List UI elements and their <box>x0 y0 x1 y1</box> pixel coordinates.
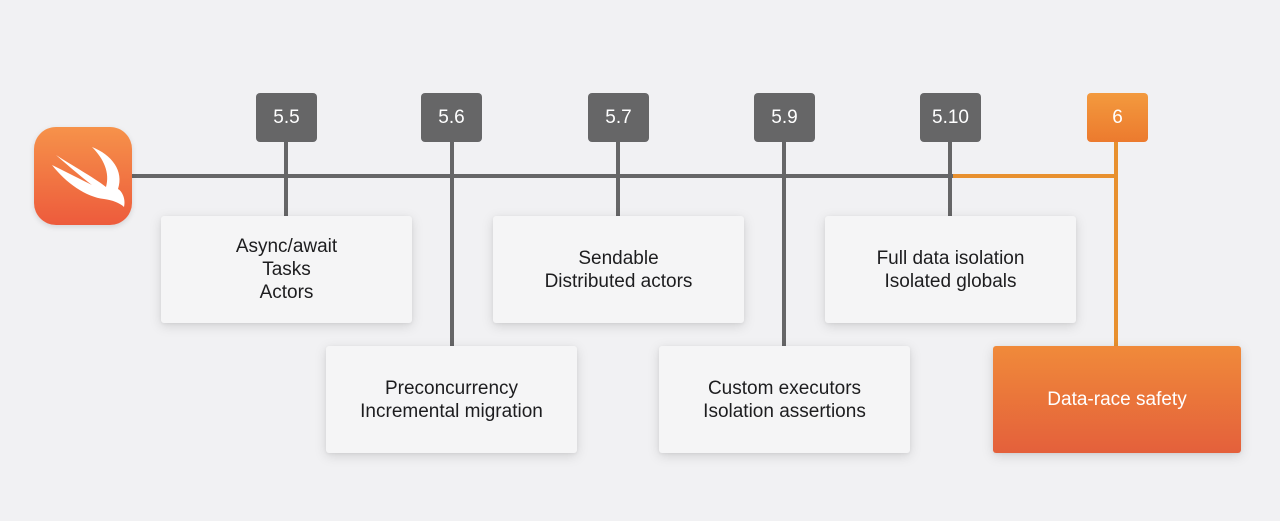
timeline-axis-highlight <box>953 174 1118 178</box>
connector-5-6 <box>450 141 454 347</box>
swift-logo-icon <box>34 127 132 225</box>
feature-card-6: Data-race safety <box>993 346 1241 453</box>
swift-bird-icon <box>52 147 125 207</box>
feature-label: Isolation assertions <box>703 400 866 422</box>
feature-label: Preconcurrency <box>384 377 519 399</box>
feature-label: Async/await <box>235 236 338 257</box>
feature-label: Actors <box>259 282 314 303</box>
connector-5-7 <box>616 141 620 217</box>
version-badge-5-6: 5.6 <box>421 93 482 142</box>
feature-label: Sendable <box>578 247 659 269</box>
feature-label: Full data isolation <box>876 247 1025 269</box>
feature-label: Data-race safety <box>1047 389 1187 410</box>
feature-label: Custom executors <box>707 377 862 399</box>
version-badge-5-9: 5.9 <box>754 93 815 142</box>
connector-5-10 <box>948 141 952 217</box>
feature-label: Isolated globals <box>884 270 1017 292</box>
connector-5-9 <box>782 141 786 347</box>
version-badge-5-10: 5.10 <box>920 93 981 142</box>
feature-card-5-5: Async/await Tasks Actors <box>161 216 412 323</box>
feature-card-5-7: Sendable Distributed actors <box>493 216 744 323</box>
version-badge-5-5: 5.5 <box>256 93 317 142</box>
version-badge-5-7: 5.7 <box>588 93 649 142</box>
feature-card-5-10: Full data isolation Isolated globals <box>825 216 1076 323</box>
connector-6 <box>1114 141 1118 347</box>
feature-card-5-6: Preconcurrency Incremental migration <box>326 346 577 453</box>
feature-card-5-9: Custom executors Isolation assertions <box>659 346 910 453</box>
feature-label: Tasks <box>262 259 311 280</box>
feature-label: Distributed actors <box>544 270 693 292</box>
timeline-axis <box>132 174 953 178</box>
feature-label: Incremental migration <box>360 400 543 422</box>
version-badge-6: 6 <box>1087 93 1148 142</box>
connector-5-5 <box>284 141 288 217</box>
